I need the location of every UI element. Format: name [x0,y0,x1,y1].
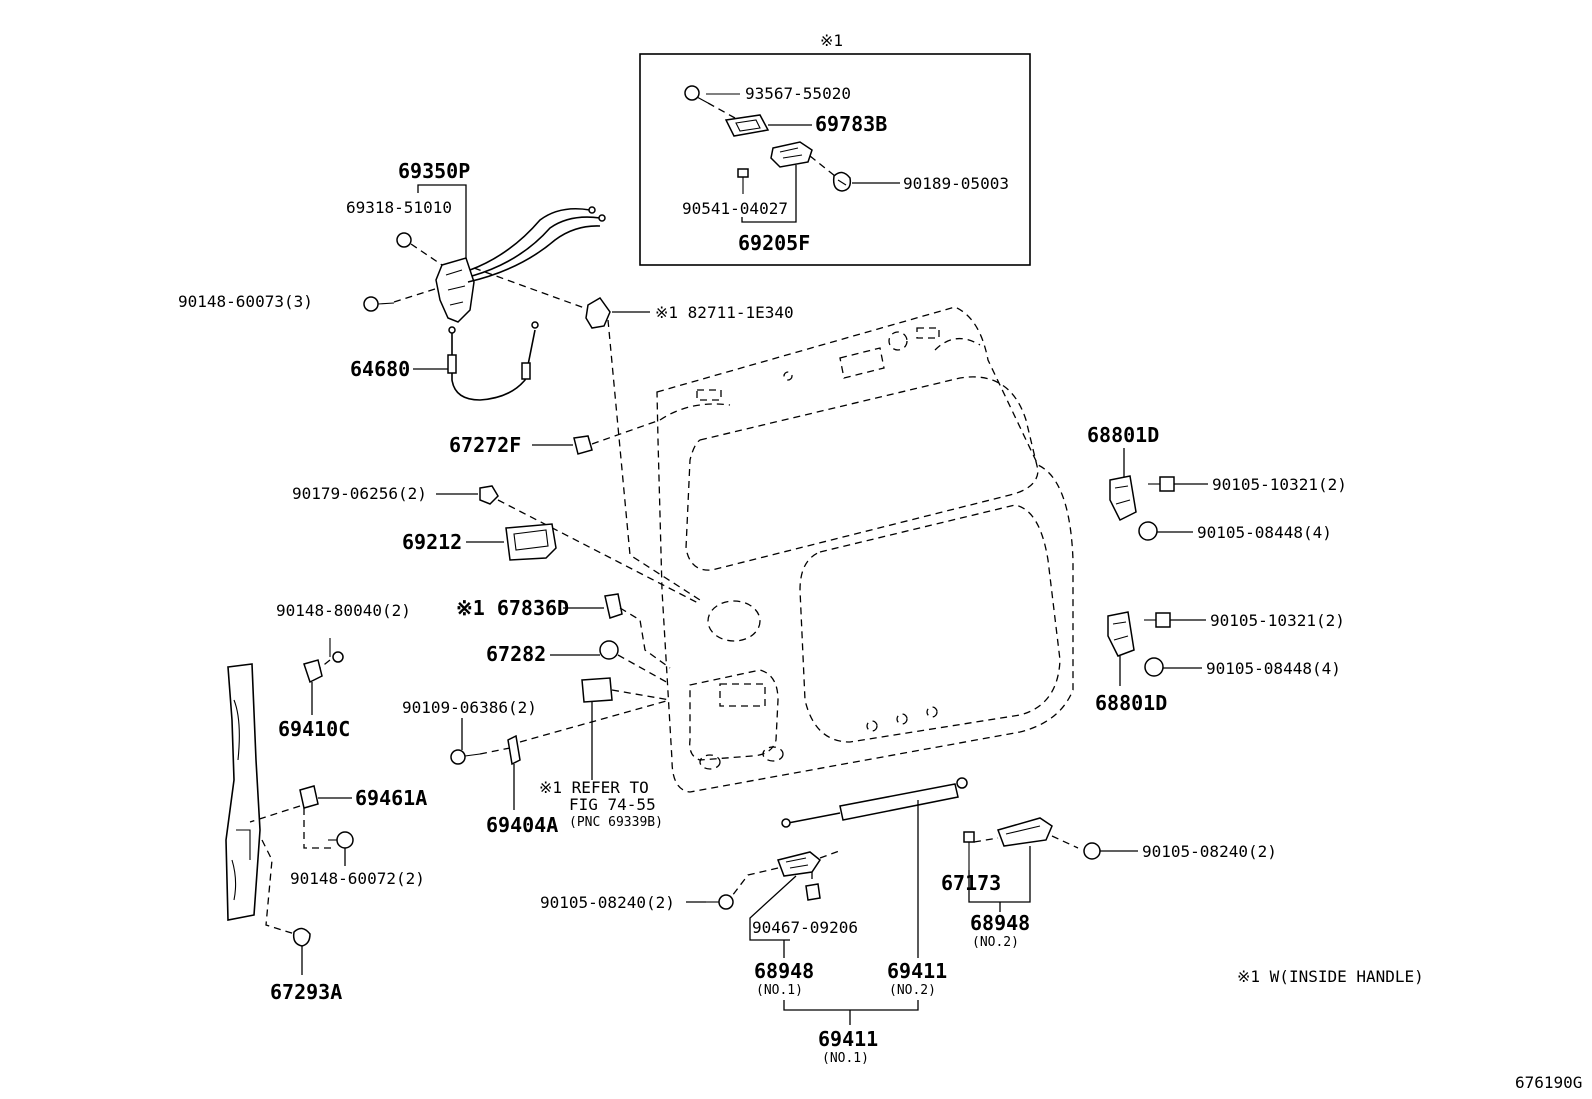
label-67272F[interactable]: 67272F [449,433,521,457]
label-68801D-lower[interactable]: 68801D [1095,691,1167,715]
label-69411-no1-sub: (NO.1) [822,1051,869,1066]
hinge-upper-bolt1 [1148,476,1175,492]
hinge-upper-bolt2 [1138,521,1158,541]
hinge-upper: 68801D 90105-10321(2) 90105-08448(4) [1087,423,1347,542]
label-69411-no2[interactable]: 69411 [887,959,947,983]
cushion: 67272F [449,419,661,457]
bracket-no1: 90105-08240(2) 90467-09206 68948 (NO.1) [540,849,858,998]
label-69350P[interactable]: 69350P [398,159,470,183]
bracket-no1-bolt [706,894,734,910]
inset-clip [832,171,852,192]
bracket-no2-bolt [1083,842,1101,860]
label-69318-51010[interactable]: 69318-51010 [346,198,452,217]
label-90148-60073[interactable]: 90148-60073(3) [178,292,313,311]
label-67293A[interactable]: 67293A [270,980,342,1004]
cable: 64680 [350,321,539,401]
label-82711-1E340[interactable]: ※1 82711-1E340 [655,303,794,322]
bumper: 67293A [261,839,342,1004]
label-refer-fig[interactable]: FIG 74-55 [569,795,656,814]
hinge-lower-bolt2 [1144,657,1164,677]
handle-nut: 90179-06256(2) [292,484,701,605]
hinge-lower-bolt1 [1144,612,1171,628]
inset-marker: ※1 [820,31,843,50]
lower-stopper: 69461A 90148-60072(2) [249,785,427,888]
label-67836D[interactable]: ※1 67836D [456,596,569,620]
lock-body [435,257,475,323]
label-90105-08448-upper[interactable]: 90105-08448(4) [1197,523,1332,542]
label-68948-no2[interactable]: 68948 [970,911,1030,935]
label-90105-10321-lower[interactable]: 90105-10321(2) [1210,611,1345,630]
bracket-no1-screw [805,883,821,901]
label-90148-60072[interactable]: 90148-60072(2) [290,869,425,888]
hinge-lower: 90105-10321(2) 90105-08448(4) 68801D [1095,611,1345,715]
inset-screw [684,85,740,104]
label-90105-10321-upper[interactable]: 90105-10321(2) [1212,475,1347,494]
label-68948-no1[interactable]: 68948 [754,959,814,983]
outside-handle: 69212 [402,523,557,561]
label-93567-55020[interactable]: 93567-55020 [745,84,851,103]
note-inside-handle: ※1 W(INSIDE HANDLE) [1237,967,1424,986]
label-90179-06256[interactable]: 90179-06256(2) [292,484,427,503]
inset-small-screw [737,168,749,194]
pillar [225,663,261,921]
label-90148-80040[interactable]: 90148-80040(2) [276,601,411,620]
grommet: ※1 67836D [456,593,671,669]
label-69461A[interactable]: 69461A [355,786,427,810]
striker-screw: 90109-06386(2) [402,698,671,765]
label-90105-08448-lower[interactable]: 90105-08448(4) [1206,659,1341,678]
inset-box: ※1 93567-55020 69783B 90189-05003 [639,31,1031,266]
label-69404A[interactable]: 69404A [486,813,558,837]
striker-plate: 69404A [486,734,558,837]
label-69783B[interactable]: 69783B [815,112,887,136]
label-69411-no2-sub: (NO.2) [889,983,936,998]
label-90541-04027[interactable]: 90541-04027 [682,199,788,218]
label-67173[interactable]: 67173 [941,871,1001,895]
label-69410C[interactable]: 69410C [278,717,350,741]
label-67282[interactable]: 67282 [486,642,546,666]
label-90467-09206[interactable]: 90467-09206 [752,918,858,937]
label-68948-no1-sub: (NO.1) [756,983,803,998]
refer-note: ※1 REFER TO FIG 74-55 (PNC 69339B) [539,677,671,830]
label-90105-08240-right[interactable]: 90105-08240(2) [1142,842,1277,861]
plug: 67282 [486,640,671,685]
bracket-no2: 67173 68948 (NO.2) 90105-08240(2) [941,817,1277,950]
label-69411-no1[interactable]: 69411 [818,1027,878,1051]
damper-body [963,831,975,870]
label-64680[interactable]: 64680 [350,357,410,381]
label-90105-08240-left[interactable]: 90105-08240(2) [540,893,675,912]
label-69212[interactable]: 69212 [402,530,462,554]
lock-screw [363,296,395,312]
switch: ※1 82711-1E340 [585,297,794,601]
label-68948-no2-sub: (NO.2) [972,935,1019,950]
diagram-id: 676190G [1515,1073,1582,1092]
label-69205F[interactable]: 69205F [738,231,810,255]
inset-handle [770,141,813,168]
label-90109-06386[interactable]: 90109-06386(2) [402,698,537,717]
label-refer-pnc: (PNC 69339B) [569,815,663,830]
lock-assembly: 69350P 69318-51010 90148-60073(3) [178,159,606,323]
label-refer[interactable]: ※1 REFER TO [539,778,649,797]
label-90189-05003[interactable]: 90189-05003 [903,174,1009,193]
back-door-stay: 69411 (NO.2) 69411 (NO.1) [781,777,968,1066]
stopper: 90148-80040(2) 69410C [276,601,411,741]
label-68801D-upper[interactable]: 68801D [1087,423,1159,447]
back-door-panel [656,306,1074,793]
lock-sub-grommet [396,232,412,248]
inset-bezel [724,114,770,137]
